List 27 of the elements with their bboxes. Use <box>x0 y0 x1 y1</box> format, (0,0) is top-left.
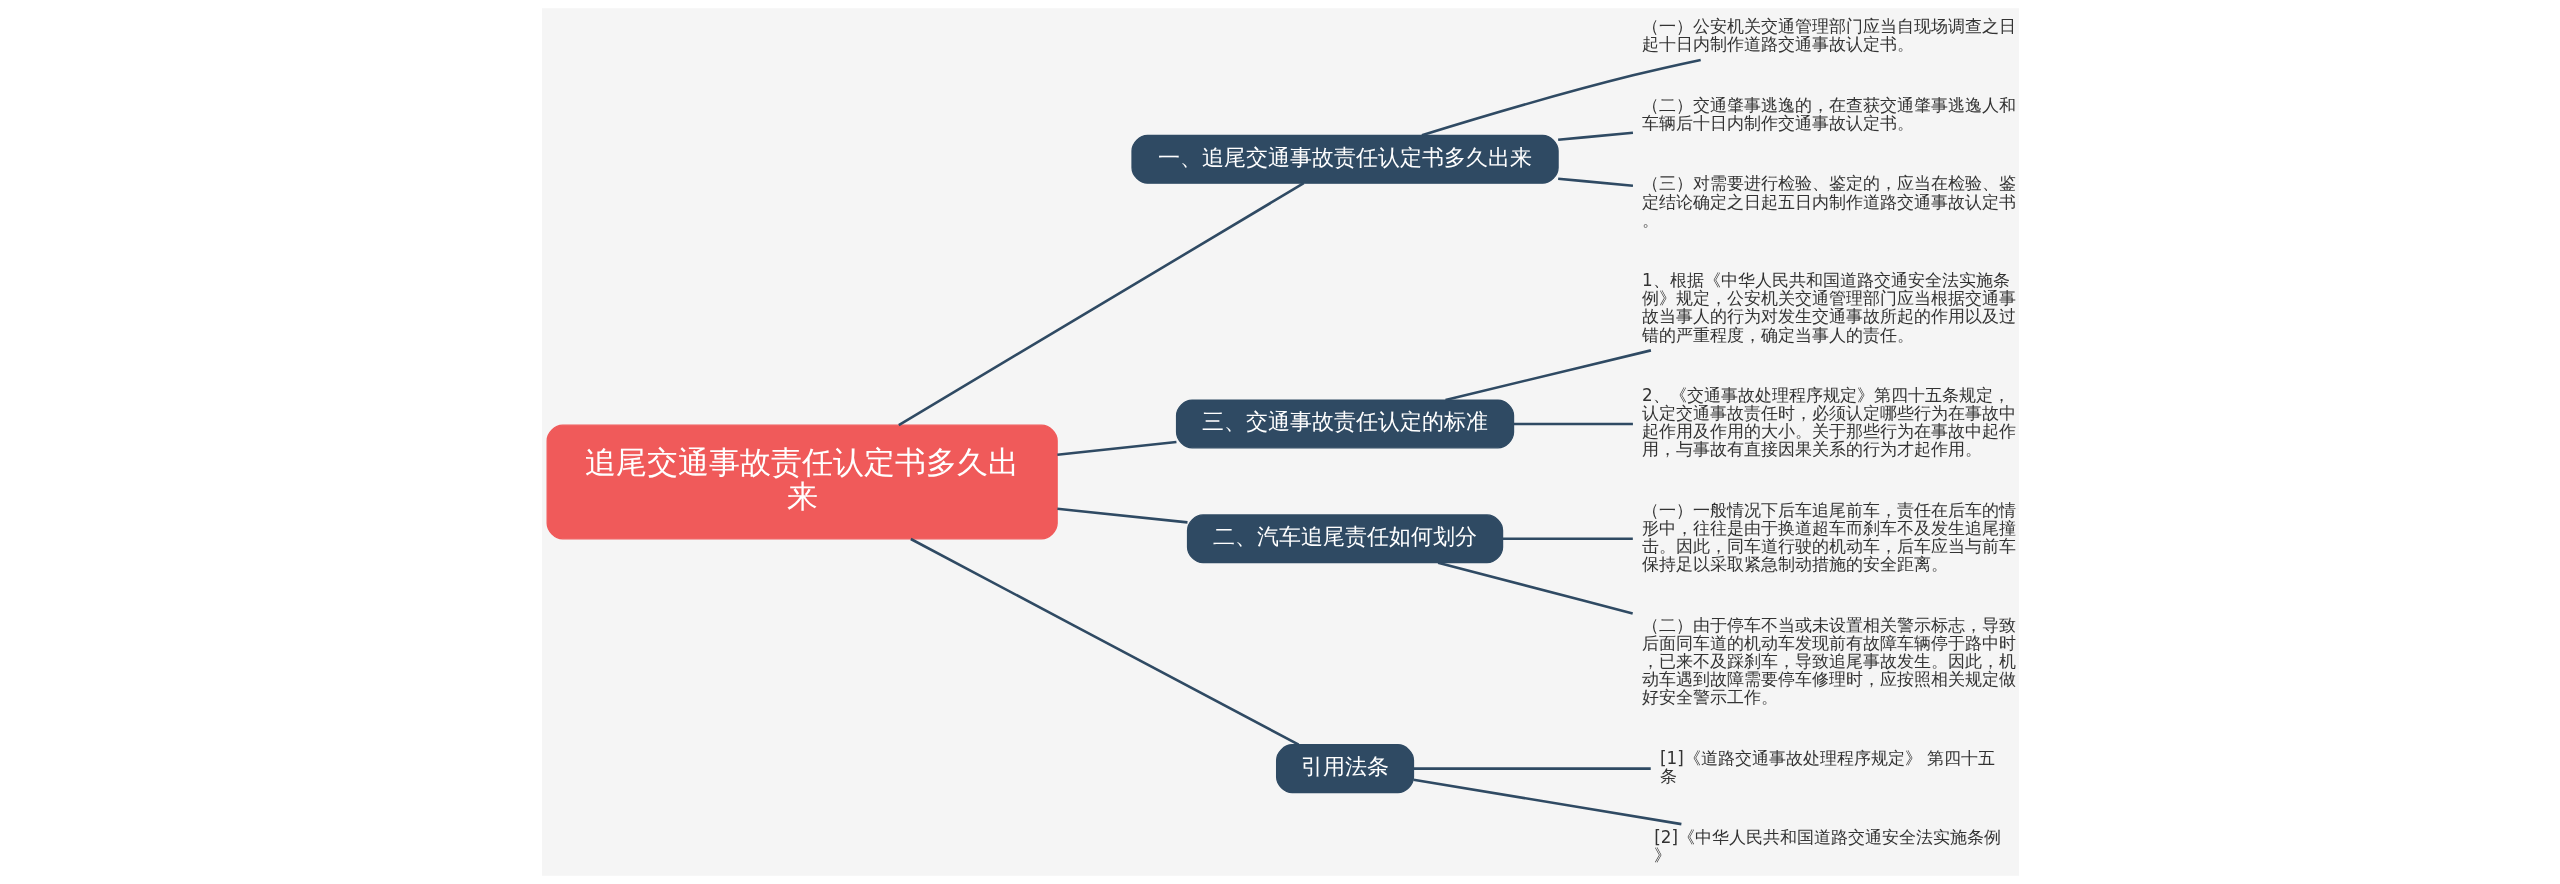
connector <box>1444 349 1651 402</box>
connector <box>1412 778 1682 826</box>
connector <box>909 537 1299 746</box>
node-box: 三、交通事故责任认定的标准 <box>1175 399 1514 449</box>
connector <box>1437 561 1633 615</box>
node-text: （三）对需要进行检验、鉴定的，应当在检验、鉴定结论确定之日起五日内制作道路交通事故认定书。 <box>1641 173 2016 230</box>
connector <box>1421 58 1701 137</box>
connector <box>1056 440 1177 456</box>
connector <box>1502 537 1633 541</box>
connector <box>1413 767 1651 770</box>
node-text: 2、《交通事故处理程序规定》第四十五条规定，认定交通事故责任时，必须认定哪些行为在事故中起作用及作用的大小。关于那些行为在事故中起作用，与事故有直接因果关系的行为才起作用。 <box>1641 385 2016 460</box>
node-box: 一、追尾交通事故责任认定书多久出来 <box>1130 134 1559 184</box>
connector <box>1557 177 1633 187</box>
connector <box>1513 422 1633 426</box>
node-text: [2]《中华人民共和国道路交通安全法实施条例》 <box>1653 826 2001 865</box>
node-text: （一）一般情况下后车追尾前车，责任在后车的情形中，往往是由于换道超车而刹车不及发生追尾撞击。因此，同车道行驶的机动车，后车应当与前车保持足以采取紧急制动措施的安全距离。 <box>1641 500 2016 575</box>
node-box: 追尾交通事故责任认定书多久出来 <box>546 424 1058 540</box>
node-text: （二）交通肇事逃逸的，在查获交通肇事逃逸人和车辆后十日内制作交通事故认定书。 <box>1641 94 2016 133</box>
node-box: 引用法条 <box>1275 744 1414 794</box>
node-text: [1]《道路交通事故处理程序规定》 第四十五条 <box>1659 748 1995 787</box>
node-text: （一）公安机关交通管理部门应当自现场调查之日起十日内制作道路交通事故认定书。 <box>1641 15 2016 55</box>
node-text: （二）由于停车不当或未设置相关警示标志，导致后面同车道的机动车发现前有故障车辆停于路中时，已来不及踩刹车，导致追尾事故发生。因此，机动车遇到故障需要停车修理时，应按照相关规定做好安全警示工作。 <box>1641 615 2016 708</box>
connector <box>1056 507 1188 524</box>
connector <box>897 182 1304 427</box>
connector <box>1557 131 1633 141</box>
node-text: 1、根据《中华人民共和国道路交通安全法实施条例》规定，公安机关交通管理部门应当根据交通事故当事人的行为对发生交通事故所起的作用以及过错的严重程度，确定当事人的责任。 <box>1641 270 2016 345</box>
node-box: 二、汽车追尾责任如何划分 <box>1186 514 1503 564</box>
